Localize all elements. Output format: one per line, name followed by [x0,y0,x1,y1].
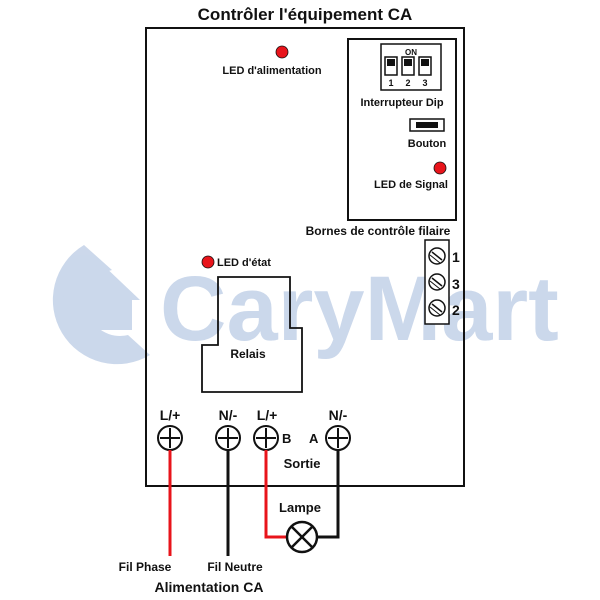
wired-terminal-number-2: 2 [452,302,460,318]
lamp-phase-wire [264,450,287,539]
power-led-icon [275,45,289,59]
wired-terminals-label: Bornes de contrôle filaire [306,224,451,238]
push-button[interactable] [409,118,445,132]
status-led-label: LED d'état [217,257,271,269]
terminal-label-4: N/- [329,407,348,423]
dip-number-3: 3 [422,78,427,88]
signal-led-label: LED de Signal [374,179,448,191]
wired-terminal-number-1: 1 [452,249,460,265]
dip-number-2: 2 [405,78,410,88]
terminal-screw-output-b[interactable] [253,425,279,451]
output-label: Sortie [284,456,321,471]
lamp-neutral-wire [317,450,340,539]
dip-number-1: 1 [388,78,393,88]
wired-terminal-screw-3[interactable] [428,273,446,291]
diagram-title: Contrôler l'équipement CA [198,5,413,24]
status-led-icon [201,255,215,269]
dip-on-label: ON [405,48,417,57]
terminal-screw-phase-in[interactable] [157,425,183,451]
terminal-screw-neutral-in[interactable] [215,425,241,451]
phase-wire-label: Fil Phase [119,560,172,574]
button-label: Bouton [408,138,447,150]
terminal-b-label: B [282,431,291,446]
dip-switch-label: Interrupteur Dip [360,97,443,109]
lamp-icon [285,520,319,554]
wired-terminal-screw-2[interactable] [428,299,446,317]
terminal-a-label: A [309,431,319,446]
watermark-text: CaryMart [160,258,559,360]
dip-switch: ON 1 2 3 [380,43,442,91]
terminal-label-3: L/+ [257,407,278,423]
relay-label: Relais [230,347,266,361]
neutral-wire-label: Fil Neutre [207,560,263,574]
control-panel [347,38,457,221]
house-icon [52,245,150,365]
terminal-label-1: L/+ [160,407,181,423]
lamp-label: Lampe [279,500,321,515]
controller-box [145,27,465,487]
signal-led-icon [433,161,447,175]
relay-outline [201,276,303,393]
terminal-screw-output-a[interactable] [325,425,351,451]
power-led-label: LED d'alimentation [222,65,321,77]
terminal-label-2: N/- [219,407,238,423]
wired-terminal-screw-1[interactable] [428,247,446,265]
wired-terminal-number-3: 3 [452,276,460,292]
power-supply-label: Alimentation CA [155,579,264,595]
watermark-logo: CaryMart [52,245,559,365]
